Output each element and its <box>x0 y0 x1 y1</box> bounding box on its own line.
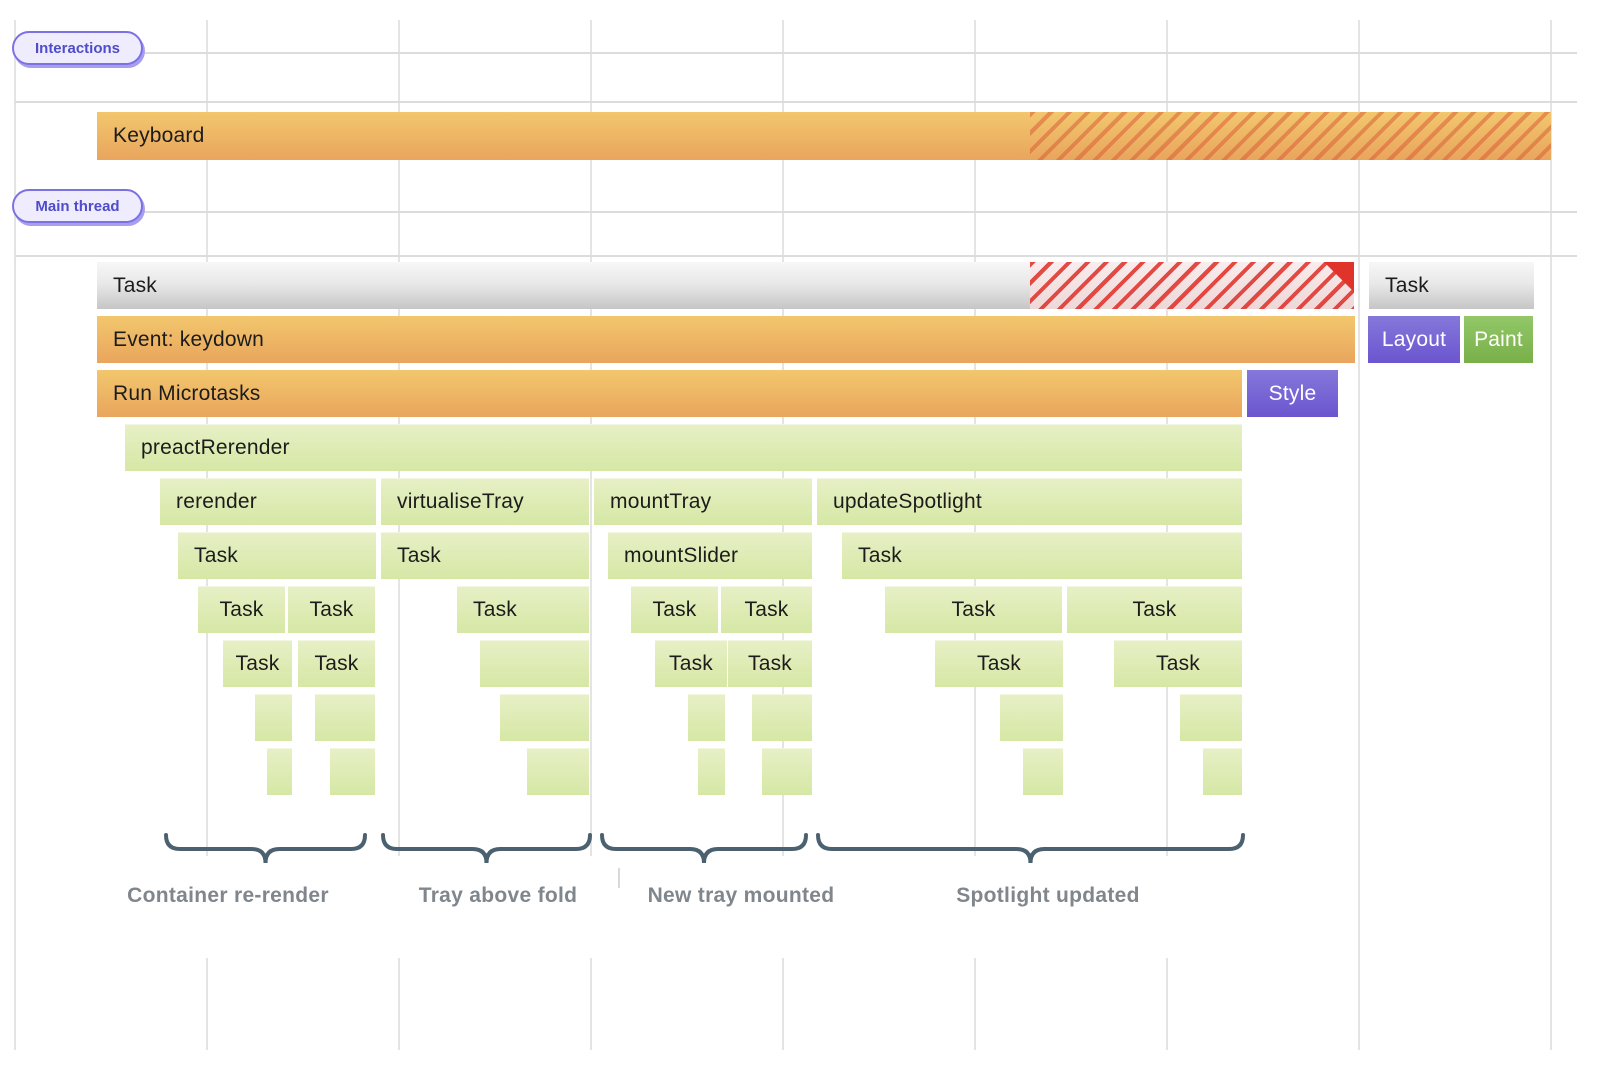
anon-task-bar[interactable] <box>527 748 589 795</box>
bar-label: Event: keydown <box>113 327 265 351</box>
group-label: Tray above fold <box>418 884 578 907</box>
bar-label: Paint <box>1474 327 1523 351</box>
event-keydown-bar[interactable]: Event: keydown <box>97 316 1355 363</box>
main-thread-track-pill[interactable]: Main thread <box>12 189 143 223</box>
interactions-track-label: Interactions <box>34 39 121 57</box>
bar-label: Run Microtasks <box>113 381 261 405</box>
bar-label: Task <box>314 651 359 675</box>
group-label: New tray mounted <box>647 884 835 907</box>
bar-label: Task <box>748 651 792 675</box>
bar-label: Task <box>1156 651 1200 675</box>
task-bar[interactable]: Task <box>842 532 1242 579</box>
bar-label: virtualiseTray <box>397 489 524 513</box>
long-task-corner-triangle <box>1324 262 1354 292</box>
bar-label: Task <box>235 651 280 675</box>
update-spotlight-bar[interactable]: updateSpotlight <box>817 478 1242 525</box>
bar-label: Task <box>652 597 697 621</box>
anon-task-bar[interactable] <box>688 694 725 741</box>
task-bar[interactable]: Task <box>457 586 589 633</box>
task-bar[interactable]: Task <box>288 586 375 633</box>
label-band <box>95 856 1345 958</box>
anon-task-bar[interactable] <box>330 748 375 795</box>
task-bar[interactable]: Task <box>178 532 376 579</box>
rerender-bar[interactable]: rerender <box>160 478 376 525</box>
bar-label: Task <box>113 273 157 297</box>
mount-slider-bar[interactable]: mountSlider <box>608 532 812 579</box>
anon-task-bar[interactable] <box>752 694 812 741</box>
bar-label: Task <box>744 597 789 621</box>
main-thread-track-label: Main thread <box>35 197 120 215</box>
bar-label: Task <box>977 651 1021 675</box>
gridline-vertical <box>590 20 592 1050</box>
interaction-keyboard-bar[interactable]: Keyboard <box>97 112 1551 160</box>
bar-label: Task <box>219 597 264 621</box>
anon-task-bar[interactable] <box>315 694 375 741</box>
track-divider-line <box>143 52 1577 54</box>
anon-task-bar[interactable] <box>267 748 292 795</box>
bar-label: Task <box>473 597 517 621</box>
task-bar[interactable]: Task <box>728 640 812 687</box>
task-bar[interactable]: Task <box>298 640 375 687</box>
bar-label: Task <box>951 597 996 621</box>
anon-task-bar[interactable] <box>1023 748 1063 795</box>
preact-rerender-bar[interactable]: preactRerender <box>125 424 1242 471</box>
overrun-hatch <box>1030 262 1354 309</box>
bar-label: preactRerender <box>141 435 290 459</box>
anon-task-bar[interactable] <box>500 694 589 741</box>
task-bar[interactable]: Task <box>655 640 727 687</box>
bar-label: Task <box>397 543 441 567</box>
paint-bar[interactable]: Paint <box>1464 316 1533 363</box>
task-bar[interactable]: Task <box>381 532 589 579</box>
anon-task-bar[interactable] <box>762 748 812 795</box>
bar-label: mountTray <box>610 489 712 513</box>
summary-task-bar[interactable]: Task <box>1369 262 1534 309</box>
bar-label: Task <box>309 597 354 621</box>
bar-label: Task <box>669 651 713 675</box>
bar-label: Keyboard <box>113 124 205 147</box>
task-bar[interactable]: Task <box>935 640 1063 687</box>
task-bar[interactable]: Task <box>1114 640 1242 687</box>
bar-label: Task <box>194 543 238 567</box>
anon-task-bar[interactable] <box>255 694 292 741</box>
anon-task-bar[interactable] <box>698 748 725 795</box>
task-bar[interactable]: Task <box>223 640 292 687</box>
task-bar[interactable]: Task <box>721 586 812 633</box>
task-bar[interactable]: Task <box>631 586 718 633</box>
group-label: Container re-render <box>127 884 329 907</box>
task-bar[interactable]: Task <box>1067 586 1242 633</box>
bar-label: rerender <box>176 489 257 513</box>
bar-label: Task <box>1385 273 1429 297</box>
input-delay-hatch <box>1030 112 1551 160</box>
anon-task-bar[interactable] <box>1203 748 1242 795</box>
gridline-vertical <box>14 20 16 1050</box>
group-label: Spotlight updated <box>956 884 1140 907</box>
track-divider-line <box>143 211 1577 213</box>
bar-label: Style <box>1268 381 1317 405</box>
bar-label: Layout <box>1381 327 1447 351</box>
anon-task-bar[interactable] <box>1180 694 1242 741</box>
bar-label: updateSpotlight <box>833 489 982 513</box>
main-task-bar[interactable]: Task <box>97 262 1354 309</box>
track-divider-line <box>15 255 1577 257</box>
run-microtasks-bar[interactable]: Run Microtasks <box>97 370 1242 417</box>
track-divider-line <box>15 101 1577 103</box>
anon-task-bar[interactable] <box>480 640 589 687</box>
layout-bar[interactable]: Layout <box>1368 316 1460 363</box>
task-bar[interactable]: Task <box>198 586 285 633</box>
gridline-vertical <box>1550 20 1552 1050</box>
bar-label: mountSlider <box>624 543 739 567</box>
virtualise-tray-bar[interactable]: virtualiseTray <box>381 478 589 525</box>
style-bar[interactable]: Style <box>1247 370 1338 417</box>
anon-task-bar[interactable] <box>1000 694 1063 741</box>
gridline-tick <box>618 868 620 888</box>
gridline-vertical <box>1358 20 1360 1050</box>
task-bar[interactable]: Task <box>885 586 1062 633</box>
interactions-track-pill[interactable]: Interactions <box>12 31 143 65</box>
bar-label: Task <box>1132 597 1177 621</box>
mount-tray-bar[interactable]: mountTray <box>594 478 812 525</box>
bar-label: Task <box>858 543 902 567</box>
